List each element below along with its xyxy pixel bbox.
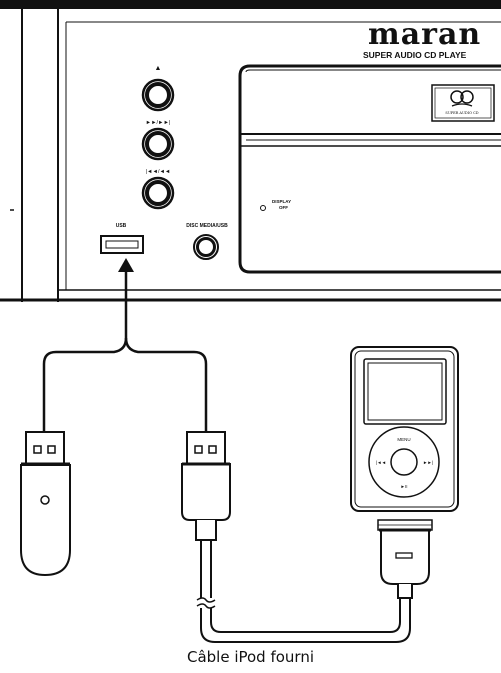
ipod-menu-label: MENU [397,437,410,442]
usb-cable-plug-icon [181,431,231,541]
sacd-logo-text: SUPER AUDIO CD [445,111,478,115]
arrow-up-icon [42,258,208,432]
disc-tray [238,64,501,274]
display-off-indicator: DISPLAY OFF [260,199,291,211]
player-front-panel [0,0,501,302]
disc-media-usb-button[interactable]: DISC MEDIA/USB [186,223,228,260]
ipod-next-label: ►►| [423,460,433,465]
usb-label: USB [116,223,127,229]
brand-logo: maran [368,17,481,52]
ipod-prev-label: |◄◄ [376,460,386,465]
eject-label: ▲ [155,65,162,72]
cable-caption: Câble iPod fourni [186,648,315,666]
usb-flash-drive-icon [20,431,71,577]
display-off-label: DISPLAY [272,199,291,204]
ipod-icon: MENU |◄◄ ►►| ►II [350,346,459,512]
sacd-logo: SUPER AUDIO CD [431,84,495,122]
eject-button[interactable]: ▲ [141,65,175,112]
ipod-cable [196,540,411,643]
display-off-label-2: OFF [279,205,288,210]
next-button[interactable]: ►►/►►| [141,120,175,161]
ipod-play-label: ►II [401,484,408,489]
disc-media-usb-label: DISC MEDIA/USB [186,223,228,229]
dock-connector-icon [377,519,433,599]
prev-label: |◄◄/◄◄ [146,169,171,175]
next-label: ►►/►►| [146,120,171,126]
model-line: SUPER AUDIO CD PLAYE [363,50,467,60]
prev-button[interactable]: |◄◄/◄◄ [141,169,175,210]
usb-port-icon[interactable]: USB [100,223,144,254]
